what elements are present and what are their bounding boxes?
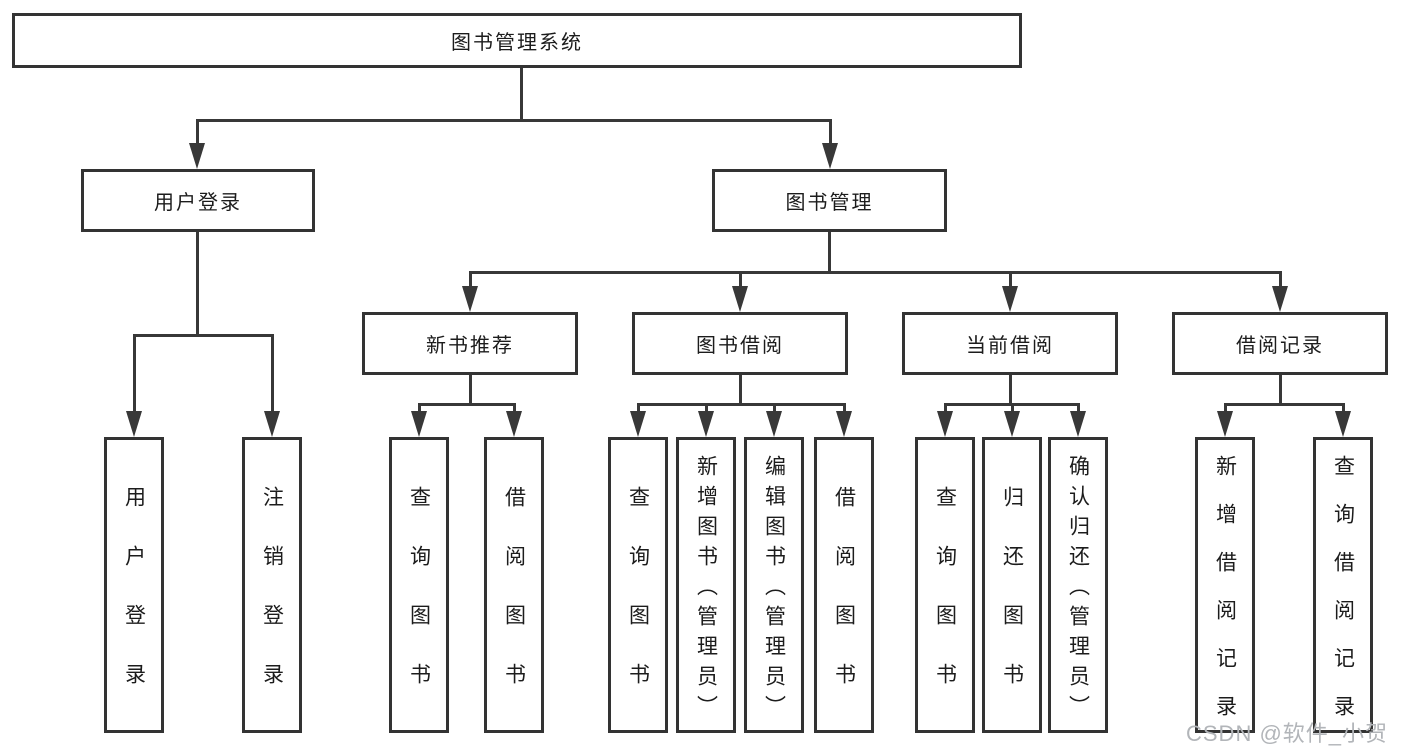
leaf-label: 借阅图书 [832,486,856,722]
arrow-down-icon [1272,286,1288,312]
connector-line [196,119,199,146]
leaf-add-borrow-record: 新增借阅记录 [1195,437,1255,743]
node-library-management-system: 图书管理系统 [12,13,1022,68]
connector-rail [1224,403,1345,406]
leaf-query-borrow-record: 查询借阅记录 [1313,437,1373,743]
arrow-down-icon [506,411,522,437]
arrow-down-icon [411,411,427,437]
leaf-add-book-admin: 新增图书（管理员） [676,437,736,733]
connector-line [271,334,274,414]
connector-line [418,403,421,413]
leaf-label: 用户登录 [122,486,146,722]
connector-line [133,334,136,414]
leaf-logout: 注销登录 [242,437,302,733]
arrow-down-icon [698,411,714,437]
arrow-down-icon [1335,411,1351,437]
leaf-query-books-current: 查询图书 [915,437,975,733]
arrow-down-icon [1002,286,1018,312]
node-book-management-module: 图书管理 [712,169,947,232]
arrow-down-icon [732,286,748,312]
connector-line [196,232,199,337]
leaf-label: 借阅图书 [502,486,526,722]
leaf-query-books-recommend: 查询图书 [389,437,449,733]
leaf-label: 查询图书 [407,486,431,722]
connector-line [1224,403,1227,413]
leaf-user-login: 用户登录 [104,437,164,733]
connector-line [469,271,472,289]
connector-line [1011,403,1014,413]
arrow-down-icon [1070,411,1086,437]
arrow-down-icon [462,286,478,312]
node-borrowing-records: 借阅记录 [1172,312,1388,375]
leaf-label: 注销登录 [260,486,284,722]
connector-line [513,403,516,413]
leaf-return-books: 归还图书 [982,437,1042,733]
connector-line [1279,375,1282,406]
leaf-label: 归还图书 [1000,486,1024,722]
connector-line [1342,403,1345,413]
leaf-query-books-borrowing: 查询图书 [608,437,668,733]
leaf-label: 查询借阅记录 [1331,454,1355,743]
connector-rail [133,334,274,337]
connector-level3-rail [469,271,1282,274]
connector-line [739,271,742,289]
arrow-down-icon [1217,411,1233,437]
leaf-label: 新增图书（管理员） [694,454,718,725]
node-new-book-recommendation: 新书推荐 [362,312,578,375]
leaf-label: 编辑图书（管理员） [762,454,786,725]
connector-line [944,403,947,413]
leaf-confirm-return-admin: 确认归还（管理员） [1048,437,1108,733]
connector-line [1279,271,1282,289]
csdn-watermark: CSDN @软件_小贺同学 [1186,721,1389,746]
leaf-label: 新增借阅记录 [1213,454,1237,743]
connector-line [829,119,832,146]
leaf-borrow-books-recommend: 借阅图书 [484,437,544,733]
leaf-label: 确认归还（管理员） [1066,454,1090,725]
node-book-borrowing: 图书借阅 [632,312,848,375]
connector-level2-rail [196,119,832,122]
leaf-edit-book-admin: 编辑图书（管理员） [744,437,804,733]
arrow-down-icon [126,411,142,437]
connector-line [828,232,831,274]
leaf-label: 查询图书 [626,486,650,722]
leaf-label: 查询图书 [933,486,957,722]
connector-line [705,403,708,413]
arrow-down-icon [1004,411,1020,437]
arrow-down-icon [630,411,646,437]
arrow-down-icon [937,411,953,437]
node-current-borrowing: 当前借阅 [902,312,1118,375]
connector-line [1009,375,1012,406]
connector-line [739,375,742,406]
connector-line [773,403,776,413]
connector-rail [637,403,846,406]
arrow-down-icon [189,143,205,169]
connector-line [469,375,472,406]
arrow-down-icon [264,411,280,437]
arrow-down-icon [766,411,782,437]
connector-rail [418,403,516,406]
leaf-borrow-books: 借阅图书 [814,437,874,733]
connector-root-stem [520,68,523,121]
arrow-down-icon [836,411,852,437]
connector-line [637,403,640,413]
connector-line [1077,403,1080,413]
node-user-login-module: 用户登录 [81,169,315,232]
connector-line [843,403,846,413]
connector-line [1009,271,1012,289]
arrow-down-icon [822,143,838,169]
